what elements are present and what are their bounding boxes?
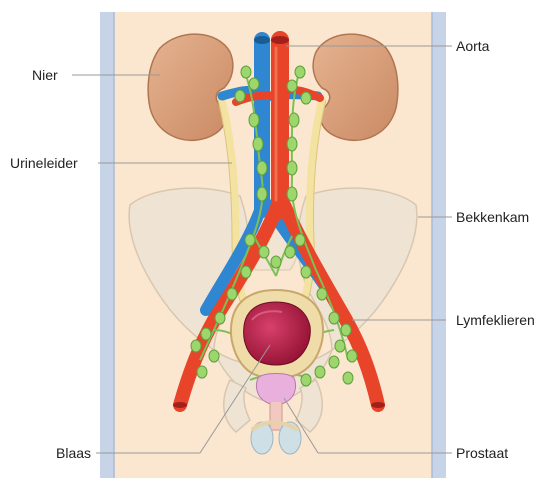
label-prostaat: Prostaat [456,445,508,461]
label-bekkenkam: Bekkenkam [456,209,529,225]
label-aorta: Aorta [456,38,489,54]
label-urineleider: Urineleider [10,155,78,171]
label-blaas: Blaas [56,445,91,461]
bladder [231,290,323,378]
label-lymfeklieren: Lymfeklieren [456,312,535,328]
label-nier: Nier [32,67,58,83]
aorta-top-opening [271,36,289,44]
